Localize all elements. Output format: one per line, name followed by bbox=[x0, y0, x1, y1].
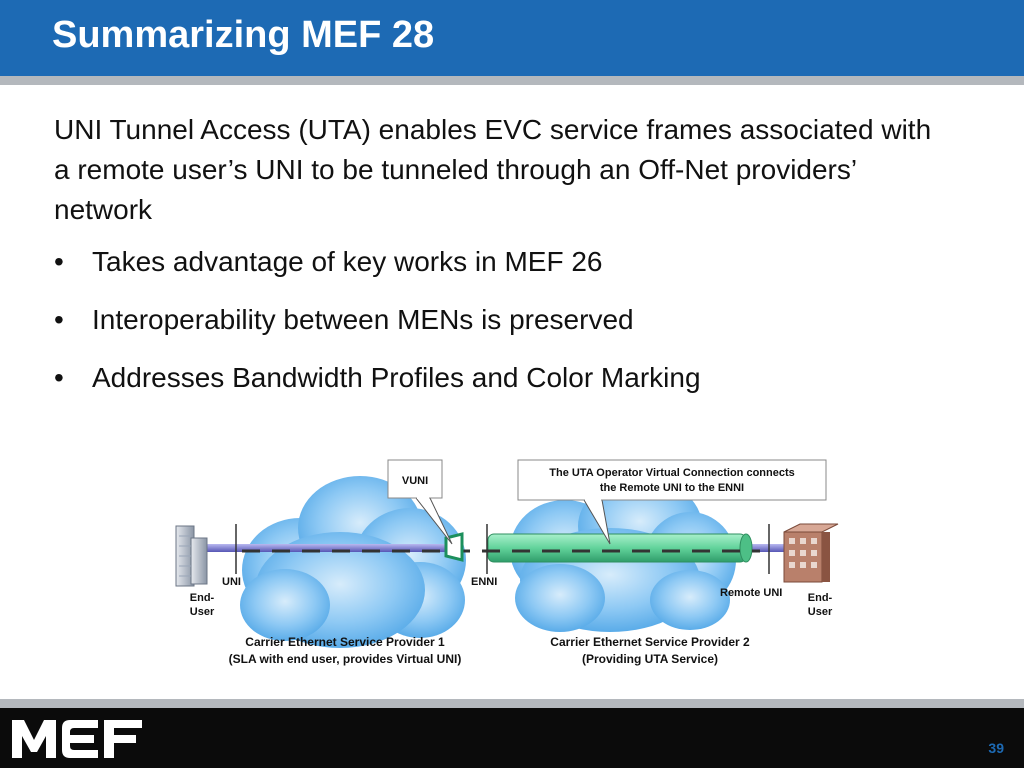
uta-callout-line2: the Remote UNI to the ENNI bbox=[600, 482, 744, 494]
footer-rule bbox=[0, 699, 1024, 708]
enni-label: ENNI bbox=[471, 576, 497, 588]
uta-network-diagram: VUNI The UTA Operator Virtual Connection… bbox=[175, 459, 839, 666]
right-end-user-building-icon bbox=[783, 523, 839, 583]
uta-tunnel bbox=[487, 533, 753, 563]
provider1-caption-2: (SLA with end user, provides Virtual UNI… bbox=[229, 652, 462, 666]
left-end-user-building-icon bbox=[175, 525, 208, 587]
bullet-item: • Takes advantage of key works in MEF 26 bbox=[54, 242, 954, 282]
left-end-user-label-2: User bbox=[190, 606, 215, 618]
remote-uni-label: Remote UNI bbox=[720, 587, 782, 599]
left-access-link bbox=[190, 544, 450, 552]
right-end-user-label-1: End- bbox=[808, 592, 833, 604]
provider2-caption-1: Carrier Ethernet Service Provider 2 bbox=[550, 635, 750, 649]
vuni-callout: VUNI bbox=[387, 459, 453, 545]
uta-callout: The UTA Operator Virtual Connection conn… bbox=[517, 459, 827, 545]
bullet-text: Interoperability between MENs is preserv… bbox=[92, 304, 634, 335]
uni-label: UNI bbox=[222, 576, 241, 588]
bullet-list: •Takes advantage of key works in MEF 26 … bbox=[54, 242, 954, 398]
right-access-link bbox=[745, 544, 785, 552]
footer-bar: 39 bbox=[0, 708, 1024, 768]
bullet-dot: • bbox=[54, 362, 64, 393]
provider1-cloud bbox=[240, 476, 466, 648]
intro-paragraph: UNI Tunnel Access (UTA) enables EVC serv… bbox=[54, 114, 932, 225]
bullet-item: • Addresses Bandwidth Profiles and Color … bbox=[54, 358, 954, 398]
mef-logo-icon bbox=[12, 720, 142, 758]
bullet-text: Addresses Bandwidth Profiles and Color M… bbox=[92, 362, 701, 393]
uta-callout-line1: The UTA Operator Virtual Connection conn… bbox=[549, 467, 795, 479]
bullet-item: • Interoperability between MENs is preser… bbox=[54, 300, 954, 340]
vuni-label: VUNI bbox=[402, 475, 428, 487]
provider1-caption-1: Carrier Ethernet Service Provider 1 bbox=[245, 635, 445, 649]
bullet-text: Takes advantage of key works in MEF 26 bbox=[92, 246, 603, 277]
right-end-user-label-2: User bbox=[808, 606, 833, 618]
bullet-dot: • bbox=[54, 246, 64, 277]
header-rule bbox=[0, 76, 1024, 85]
header-bar: Summarizing MEF 28 bbox=[0, 0, 1024, 76]
page-number: 39 bbox=[988, 740, 1004, 756]
provider2-caption-2: (Providing UTA Service) bbox=[582, 652, 718, 666]
slide-title: Summarizing MEF 28 bbox=[52, 14, 435, 56]
slide-content: UNI Tunnel Access (UTA) enables EVC serv… bbox=[54, 110, 954, 416]
left-end-user-label-1: End- bbox=[190, 592, 215, 604]
bullet-dot: • bbox=[54, 304, 64, 335]
